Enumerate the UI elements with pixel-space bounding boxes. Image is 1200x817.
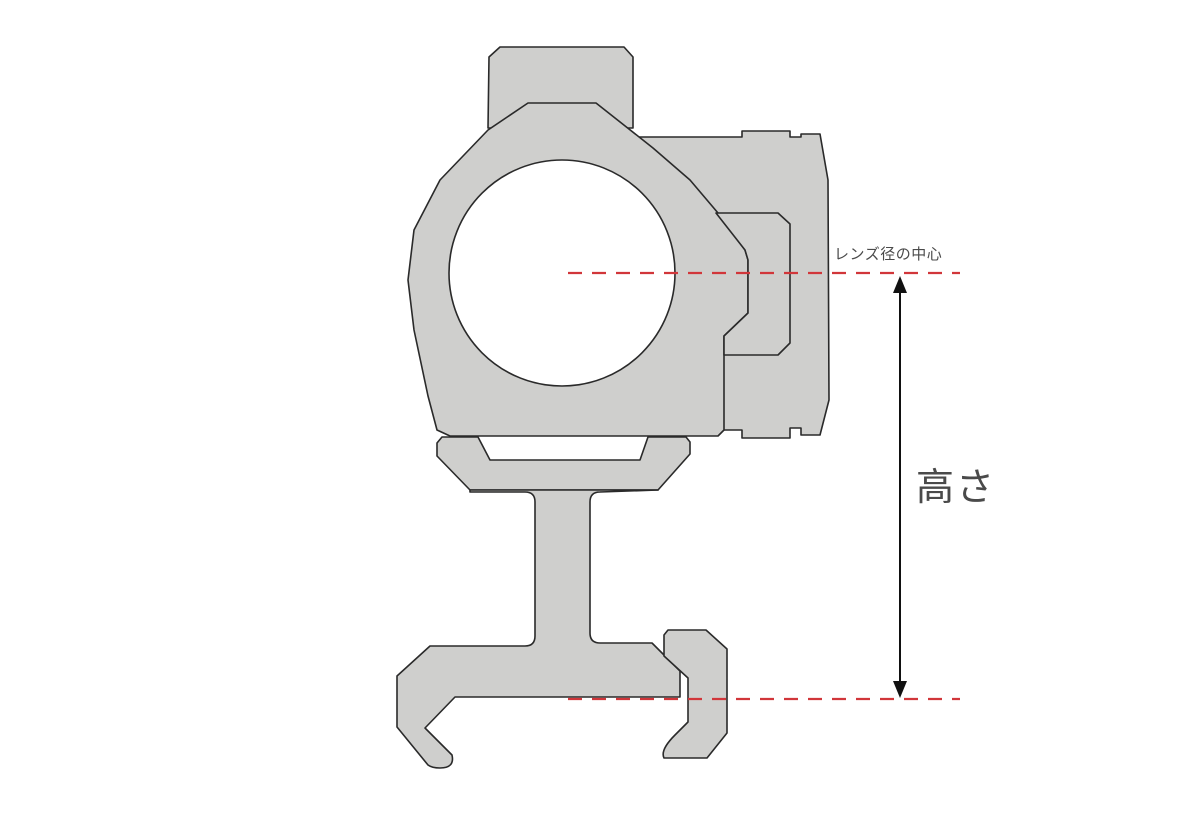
height-label: 高さ: [916, 465, 997, 509]
clamp-jaw: [662, 629, 728, 759]
mount-stem: [396, 489, 681, 769]
ring-base-clamp: [436, 436, 691, 491]
arrow-head-up-icon: [893, 276, 907, 293]
lens-center-label: レンズ径の中心: [834, 245, 943, 263]
arrow-head-down-icon: [893, 681, 907, 698]
side-window: [715, 212, 791, 356]
